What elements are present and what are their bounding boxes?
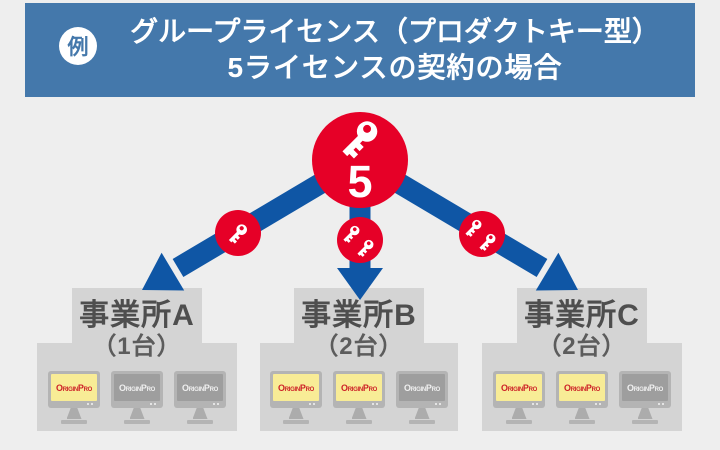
originpro-logo: OriginPro: [501, 382, 537, 393]
monitor-bezel: OriginPro: [556, 371, 608, 408]
page-title: グループライセンス（プロダクトキー型） 5ライセンスの契約の場合: [103, 3, 687, 97]
monitor-base: [124, 420, 150, 424]
monitor-screen: OriginPro: [496, 374, 542, 401]
office-c-name: 事業所C: [524, 299, 640, 332]
monitor-base: [569, 420, 595, 424]
originpro-logo: OriginPro: [404, 382, 440, 393]
monitor-base: [409, 420, 435, 424]
monitor-screen: OriginPro: [399, 374, 445, 401]
originpro-logo: OriginPro: [627, 382, 663, 393]
monitor: OriginPro: [270, 371, 322, 424]
monitor-base: [632, 420, 658, 424]
originpro-logo: OriginPro: [182, 382, 218, 393]
monitor-led-dots: [372, 403, 380, 406]
monitor-stand: [129, 408, 145, 419]
monitor-base: [61, 420, 87, 424]
monitor-bezel: OriginPro: [270, 371, 322, 408]
monitor-led-dots: [213, 403, 221, 406]
monitor-bezel: OriginPro: [493, 371, 545, 408]
monitor-screen: OriginPro: [114, 374, 160, 401]
monitor: OriginPro: [333, 371, 385, 424]
monitor: OriginPro: [493, 371, 545, 424]
monitor-led-dots: [532, 403, 540, 406]
arrowhead-right: [535, 252, 578, 291]
monitor-stand: [66, 408, 82, 419]
originpro-logo: OriginPro: [341, 382, 377, 393]
monitor-bezel: OriginPro: [333, 371, 385, 408]
monitor-led-dots: [309, 403, 317, 406]
monitor-stand: [351, 408, 367, 419]
office-a-tab: [72, 288, 202, 348]
originpro-logo: OriginPro: [56, 382, 92, 393]
originpro-logo: OriginPro: [278, 382, 314, 393]
monitor-led-dots: [150, 403, 158, 406]
monitor-base: [346, 420, 372, 424]
office-b-units: （2台）: [314, 333, 404, 360]
key-icon: [476, 230, 499, 253]
monitor-base: [187, 420, 213, 424]
monitor-stand: [574, 408, 590, 419]
monitor-bezel: OriginPro: [619, 371, 671, 408]
office-b-group: 事業所B （2台） OriginPro OriginPro: [260, 288, 458, 431]
office-a-group: 事業所A （1台） OriginPro OriginPro: [37, 288, 237, 431]
office-c-monitors: OriginPro OriginPro: [482, 371, 682, 424]
office-a-units: （1台）: [92, 333, 182, 360]
monitor: OriginPro: [111, 371, 163, 424]
monitor-led-dots: [435, 403, 443, 406]
monitor-led-dots: [658, 403, 666, 406]
arrowhead-left: [142, 252, 185, 291]
monitor-stand: [192, 408, 208, 419]
monitor: OriginPro: [556, 371, 608, 424]
monitor-bezel: OriginPro: [396, 371, 448, 408]
monitor-base: [283, 420, 309, 424]
monitor-led-dots: [595, 403, 603, 406]
monitor: OriginPro: [174, 371, 226, 424]
office-b-name: 事業所B: [301, 299, 417, 332]
license-count: 5: [347, 156, 373, 207]
monitor-screen: OriginPro: [51, 374, 97, 401]
monitor-bezel: OriginPro: [174, 371, 226, 408]
monitor: OriginPro: [48, 371, 100, 424]
originpro-logo: OriginPro: [564, 382, 600, 393]
monitor-stand: [414, 408, 430, 419]
key-icon: [225, 220, 251, 246]
title-line-1: グループライセンス（プロダクトキー型）: [130, 16, 660, 47]
example-badge: 例: [59, 27, 97, 65]
office-b-monitors: OriginPro OriginPro: [260, 371, 458, 424]
monitor-screen: OriginPro: [336, 374, 382, 401]
monitor-screen: OriginPro: [622, 374, 668, 401]
key-icon: [354, 236, 377, 259]
office-a-monitors: OriginPro OriginPro: [37, 371, 237, 424]
originpro-logo: OriginPro: [119, 382, 155, 393]
office-c-tab: [517, 288, 647, 348]
title-line-2: 5ライセンスの契約の場合: [227, 52, 563, 83]
monitor: OriginPro: [396, 371, 448, 424]
office-c-group: 事業所C （2台） OriginPro OriginPro: [482, 288, 682, 431]
monitor-led-dots: [87, 403, 95, 406]
monitor-base: [506, 420, 532, 424]
monitor-stand: [637, 408, 653, 419]
monitor-stand: [288, 408, 304, 419]
monitor: OriginPro: [619, 371, 671, 424]
office-c-units: （2台）: [537, 333, 627, 360]
header-banner: 例 グループライセンス（プロダクトキー型） 5ライセンスの契約の場合: [25, 3, 695, 97]
office-a-name: 事業所A: [79, 299, 195, 332]
monitor-screen: OriginPro: [177, 374, 223, 401]
monitor-screen: OriginPro: [273, 374, 319, 401]
monitor-screen: OriginPro: [559, 374, 605, 401]
monitor-bezel: OriginPro: [48, 371, 100, 408]
monitor-bezel: OriginPro: [111, 371, 163, 408]
monitor-stand: [511, 408, 527, 419]
